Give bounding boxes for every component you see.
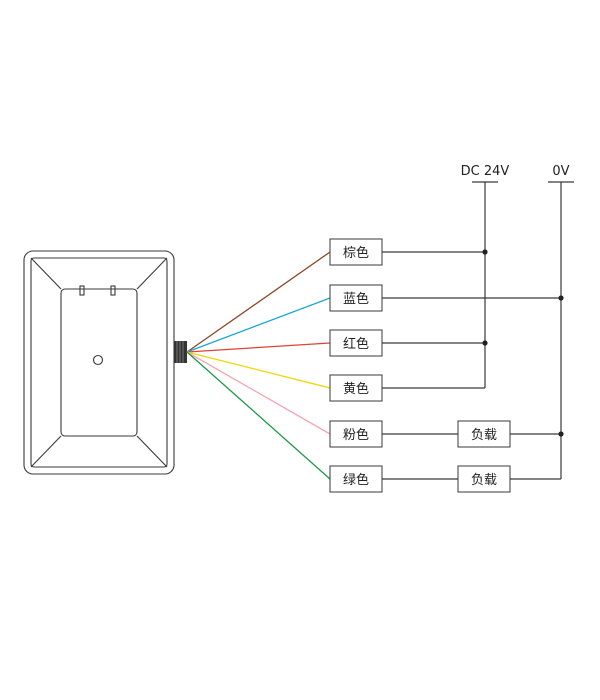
wire-pink	[186, 351, 331, 435]
wire-blue	[186, 297, 331, 353]
junction-dot	[482, 249, 488, 255]
wire-label-green: 绿色	[329, 465, 383, 493]
connection-lines	[382, 251, 561, 480]
wire-label-text: 粉色	[343, 427, 369, 443]
junctions	[482, 249, 564, 437]
wire-label-boxes: 棕色 蓝色 红色 黄色 粉色 绿色	[329, 238, 383, 493]
device-face	[60, 288, 138, 437]
dc24v-label: DC 24V	[461, 164, 510, 179]
wire-label-text: 棕色	[343, 245, 369, 261]
load-box: 负载	[457, 465, 511, 493]
wire-label-yellow: 黄色	[329, 374, 383, 402]
wire-green	[186, 351, 331, 480]
device-indicator	[92, 354, 104, 366]
wire-red	[186, 342, 331, 353]
junction-dot	[558, 295, 564, 301]
sensor-device	[23, 250, 187, 475]
device-bevel-line	[30, 435, 62, 468]
device-bevel-line	[136, 257, 168, 290]
device-slot	[110, 285, 116, 296]
wire-label-pink: 粉色	[329, 420, 383, 448]
power-rails: DC 24V 0V	[461, 164, 574, 479]
device-bevel-line	[30, 257, 62, 290]
cable-wires	[186, 251, 331, 480]
wire-label-red: 红色	[329, 329, 383, 357]
wire-brown	[186, 251, 331, 353]
device-bevel-line	[136, 435, 168, 468]
zero-volt-label: 0V	[552, 164, 569, 179]
junction-dot	[482, 340, 488, 346]
wire-label-text: 红色	[343, 336, 369, 352]
wire-label-blue: 蓝色	[329, 284, 383, 312]
wire-label-text: 绿色	[343, 472, 369, 488]
wire-label-text: 黄色	[343, 381, 369, 397]
wire-label-text: 蓝色	[343, 291, 369, 307]
device-inner-frame	[30, 257, 168, 468]
device-outer-frame	[23, 250, 175, 475]
device-slot	[79, 285, 85, 296]
load-label: 负载	[471, 473, 497, 488]
load-label: 负载	[471, 428, 497, 443]
junction-dot	[558, 431, 564, 437]
wire-yellow	[186, 351, 331, 389]
load-box: 负载	[457, 420, 511, 448]
wire-label-brown: 棕色	[329, 238, 383, 266]
load-boxes: 负载 负载	[457, 420, 511, 493]
